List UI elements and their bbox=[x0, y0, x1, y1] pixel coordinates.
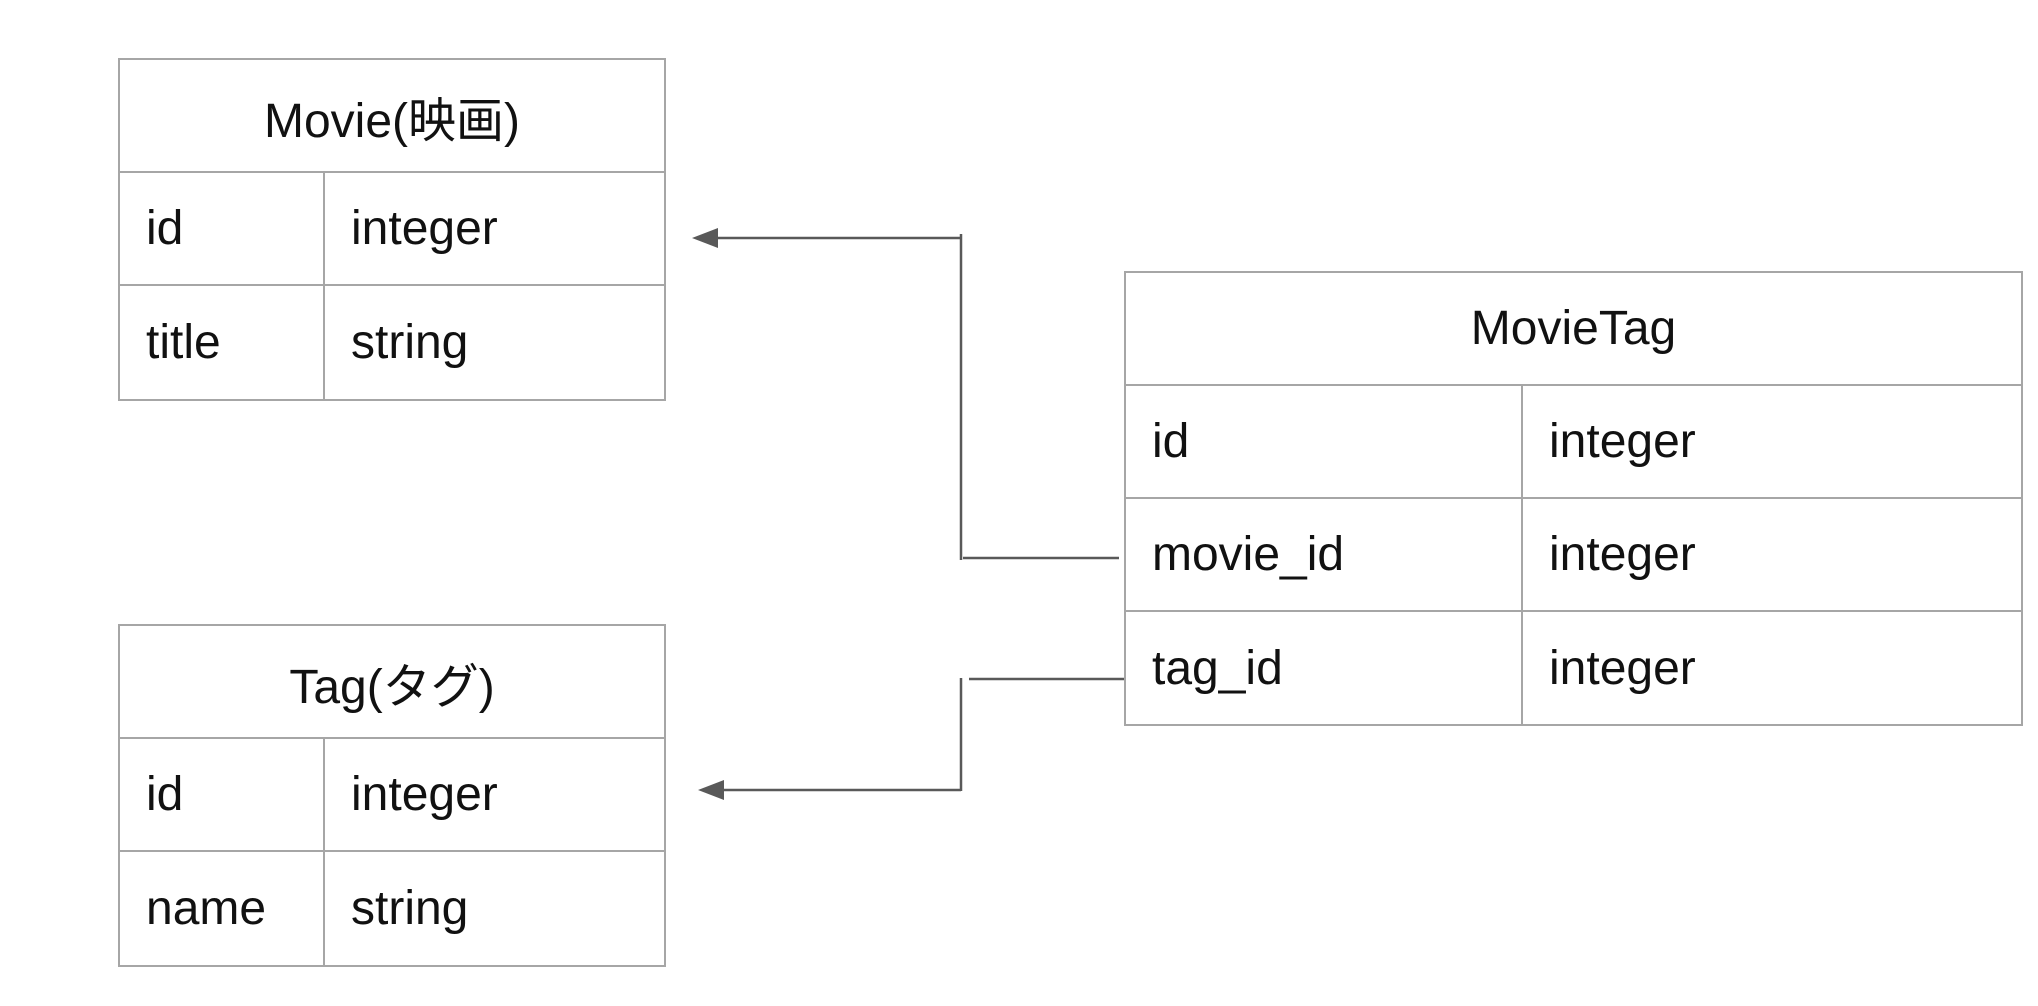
table-row: id integer bbox=[1126, 386, 2021, 499]
table-row: movie_id integer bbox=[1126, 499, 2021, 612]
field-type: integer bbox=[1549, 642, 1696, 695]
entity-title: Movie(映画) bbox=[120, 60, 664, 173]
field-name: title bbox=[120, 286, 325, 399]
field-type: string bbox=[351, 882, 469, 935]
entity-tag: Tag(タグ) id integer name string bbox=[118, 624, 666, 967]
table-row: id integer bbox=[120, 173, 664, 286]
field-type: integer bbox=[351, 768, 498, 821]
entity-title: Tag(タグ) bbox=[120, 626, 664, 739]
relation-tag-id-connector bbox=[722, 677, 1124, 792]
field-name: name bbox=[120, 852, 325, 965]
arrowhead-icon bbox=[698, 780, 724, 800]
field-name: id bbox=[1126, 386, 1523, 497]
table-row: title string bbox=[120, 286, 664, 399]
entity-title: MovieTag bbox=[1126, 273, 2021, 386]
field-name: id bbox=[120, 173, 325, 284]
entity-movietag: MovieTag id integer movie_id integer tag… bbox=[1124, 271, 2023, 726]
field-type: integer bbox=[1549, 415, 1696, 468]
entity-movie: Movie(映画) id integer title string bbox=[118, 58, 666, 401]
table-row: id integer bbox=[120, 739, 664, 852]
field-type: integer bbox=[1549, 528, 1696, 581]
field-type: string bbox=[351, 316, 469, 369]
field-name: movie_id bbox=[1126, 499, 1523, 610]
arrowhead-icon bbox=[692, 228, 718, 248]
relation-movie-id-connector bbox=[716, 234, 1119, 560]
table-row: tag_id integer bbox=[1126, 612, 2021, 725]
field-name: tag_id bbox=[1126, 612, 1523, 725]
field-name: id bbox=[120, 739, 325, 850]
field-type: integer bbox=[351, 202, 498, 255]
table-row: name string bbox=[120, 852, 664, 965]
